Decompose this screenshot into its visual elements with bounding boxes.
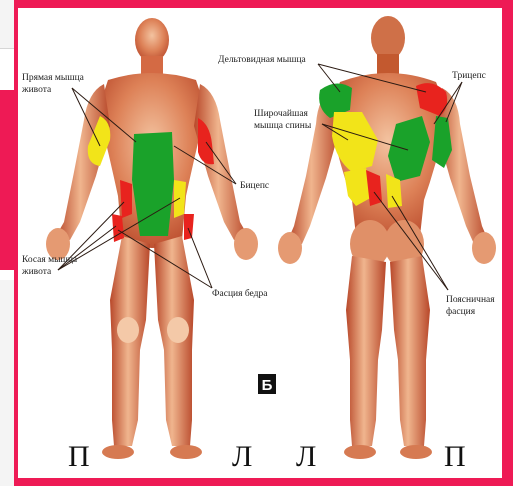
label-oblique-line2: живота [21, 267, 52, 277]
label-deltoid: Дельтовидная мышца [218, 55, 307, 65]
label-rectus-line2: живота [21, 85, 52, 95]
front-left-arm [56, 84, 110, 240]
back-left-hand [278, 232, 302, 264]
front-left-knee [117, 317, 139, 343]
front-head [135, 18, 169, 62]
label-rectus-line1: Прямая мышца [22, 73, 85, 83]
back-left-foot [344, 445, 376, 459]
back-head [371, 16, 405, 60]
front-left-oblique-red [120, 180, 132, 218]
badge: Б [258, 374, 276, 394]
anatomy-panel: Прямая мышца живота Бицепс Косая мышца ж… [18, 8, 502, 478]
letter-front-left: П [68, 440, 90, 473]
front-right-arm [194, 84, 248, 240]
front-right-thigh-fascia-red [184, 214, 194, 240]
back-right-foot [400, 445, 432, 459]
label-oblique-line1: Косая мышца [22, 255, 78, 265]
letter-front-right: Л [232, 440, 252, 473]
back-left-leg [346, 256, 386, 446]
letter-back-left: Л [296, 440, 316, 473]
muscle-diagram: Прямая мышца живота Бицепс Косая мышца ж… [18, 8, 502, 478]
edge-tab-top [0, 0, 14, 49]
label-latissimus-line2: мышца спины [254, 121, 312, 131]
front-right-knee [167, 317, 189, 343]
back-right-leg [390, 256, 430, 446]
back-right-hand [472, 232, 496, 264]
label-biceps: Бицепс [240, 181, 269, 191]
label-latissimus-line1: Широчайшая [254, 108, 309, 119]
left-edge-strip [0, 0, 14, 486]
badge-letter: Б [262, 377, 273, 394]
front-right-hand [234, 228, 258, 260]
front-left-foot [102, 445, 134, 459]
label-lumbar-line2: фасция [446, 306, 476, 317]
label-thigh-fascia: Фасция бедра [212, 288, 268, 299]
label-triceps: Трицепс [452, 71, 486, 81]
front-right-foot [170, 445, 202, 459]
letter-back-right: П [444, 440, 466, 473]
label-lumbar-line1: Поясничная [446, 295, 495, 305]
back-neck [377, 54, 399, 76]
back-figure [278, 16, 496, 459]
edge-tab-bottom [0, 280, 14, 486]
front-rectus-abdominis-green [132, 132, 174, 236]
front-figure [46, 18, 258, 459]
edge-tab-middle [0, 90, 14, 270]
